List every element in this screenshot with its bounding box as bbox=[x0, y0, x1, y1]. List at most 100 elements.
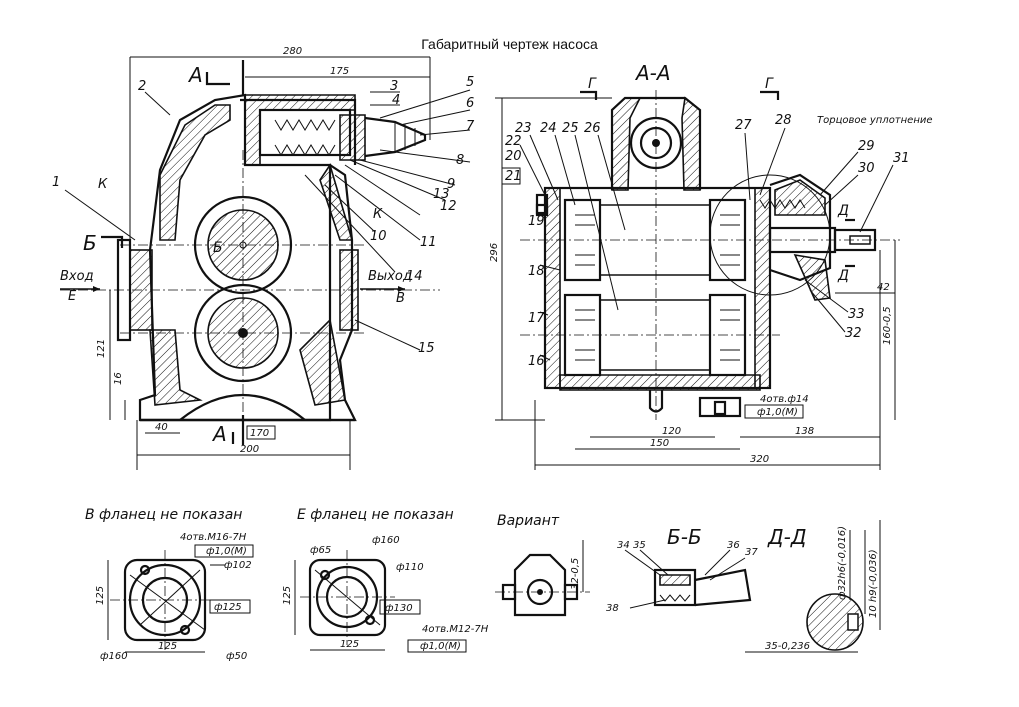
variant-view: Вариант 32-0,5 bbox=[495, 513, 590, 617]
callout-17: 17 bbox=[528, 311, 545, 326]
b-125h-label: 125 bbox=[158, 641, 177, 652]
callout-29: 29 bbox=[858, 139, 875, 154]
callout-11: 11 bbox=[420, 235, 437, 250]
dim-42: 42 bbox=[877, 282, 890, 293]
dd-35-label: 35-0,236 bbox=[765, 641, 810, 652]
callout-7: 7 bbox=[466, 119, 475, 134]
view-b-flange: В фланец не показан 4отв.M16-7H ф1,0(M) … bbox=[85, 507, 254, 662]
dim-160: 160-0,5 bbox=[882, 306, 893, 345]
e-tol-label: ф1,0(M) bbox=[420, 641, 461, 652]
variant-dim: 32-0,5 bbox=[570, 558, 581, 590]
e-d65-label: ф65 bbox=[310, 545, 331, 556]
callout-1: 1 bbox=[52, 175, 60, 190]
section-g2-label: Г bbox=[765, 76, 774, 92]
outlet-label: Выход bbox=[368, 269, 412, 284]
dim-16: 16 bbox=[113, 372, 124, 385]
dim-175: 175 bbox=[330, 66, 349, 77]
b-125v-label: 125 bbox=[95, 586, 106, 605]
dim-150: 150 bbox=[650, 438, 669, 449]
dim-200: 200 bbox=[240, 444, 259, 455]
callout-2: 2 bbox=[138, 79, 146, 94]
b-d125-label: ф125 bbox=[214, 602, 242, 613]
section-g1-label: Г bbox=[588, 76, 597, 92]
callout-20: 20 bbox=[505, 149, 522, 164]
callout-4: 4 bbox=[392, 93, 400, 108]
callout-25: 25 bbox=[562, 121, 579, 136]
b-d50-label: ф50 bbox=[226, 651, 247, 662]
callout-16: 16 bbox=[528, 354, 545, 369]
dd-10-label: 10 h9(-0,036) bbox=[868, 549, 879, 618]
callout-19: 19 bbox=[528, 214, 545, 229]
e-holes-label: 4отв.M12-7H bbox=[422, 624, 489, 635]
dim-138: 138 bbox=[795, 426, 814, 437]
caption-variant: Вариант bbox=[497, 513, 560, 529]
dim-40: 40 bbox=[155, 422, 168, 433]
dim-170: 170 bbox=[250, 428, 269, 439]
drawing-title: Габаритный чертеж насоса bbox=[421, 36, 598, 52]
section-a-bottom-label: А bbox=[211, 422, 227, 446]
callout-37: 37 bbox=[745, 547, 758, 558]
callout-6: 6 bbox=[466, 96, 474, 111]
callout-13: 13 bbox=[433, 187, 450, 202]
view-e-flange: Е фланец не показан ф65 ф160 ф110 ф130 1… bbox=[282, 507, 489, 653]
section-aa-label: А-А bbox=[634, 61, 671, 85]
callout-10: 10 bbox=[370, 229, 387, 244]
b-d102-label: ф102 bbox=[224, 560, 252, 571]
outlet-letter: В bbox=[396, 291, 405, 306]
callout-8: 8 bbox=[456, 153, 464, 168]
e-d130-label: ф130 bbox=[385, 603, 413, 614]
callout-5: 5 bbox=[466, 75, 474, 90]
callout-38: 38 bbox=[606, 603, 619, 614]
section-b-label: Б bbox=[83, 231, 97, 255]
callout-35: 35 bbox=[633, 540, 646, 551]
dim-320: 320 bbox=[750, 454, 769, 465]
callout-33: 33 bbox=[848, 307, 865, 322]
section-dd: Д-Д ф32h6(-0,016) 10 h9(-0,036) 35-0,236 bbox=[745, 520, 881, 653]
dd-d32-label: ф32h6(-0,016) bbox=[837, 526, 848, 600]
callout-24: 24 bbox=[540, 121, 557, 136]
dim-tol-10: ф1,0(M) bbox=[757, 407, 798, 418]
callout-36: 36 bbox=[727, 540, 740, 551]
section-aa-view: А-А Г Г bbox=[489, 61, 933, 470]
section-d1-label: Д bbox=[837, 203, 849, 219]
section-d2-label: Д bbox=[837, 268, 849, 284]
caption-dd: Д-Д bbox=[767, 525, 806, 549]
callout-21: 21 bbox=[505, 169, 522, 184]
k1-label: К bbox=[98, 177, 108, 192]
callout-23: 23 bbox=[515, 121, 532, 136]
callout-18: 18 bbox=[528, 264, 545, 279]
callout-14: 14 bbox=[406, 269, 423, 284]
e-125h-label: 125 bbox=[340, 639, 359, 650]
e-d160-label: ф160 bbox=[372, 535, 400, 546]
inlet-letter: Е bbox=[68, 289, 77, 304]
callout-12: 12 bbox=[440, 199, 457, 214]
callout-15: 15 bbox=[418, 341, 435, 356]
b-holes-label: 4отв.M16-7H bbox=[180, 532, 247, 543]
callout-30: 30 bbox=[858, 161, 875, 176]
callout-26: 26 bbox=[584, 121, 601, 136]
dim-120: 120 bbox=[662, 426, 681, 437]
section-a-top-label: А bbox=[187, 63, 203, 87]
e-d110-label: ф110 bbox=[396, 562, 424, 573]
end-seal-label: Торцовое уплотнение bbox=[817, 115, 933, 126]
caption-b-flange: В фланец не показан bbox=[85, 507, 242, 523]
callout-3: 3 bbox=[390, 79, 398, 94]
dim-holes-14: 4отв.ф14 bbox=[760, 394, 809, 405]
k2-label: К bbox=[373, 207, 383, 222]
b-tol-label: ф1,0(M) bbox=[206, 546, 247, 557]
dim-296: 296 bbox=[489, 243, 500, 262]
callout-22: 22 bbox=[505, 134, 522, 149]
callout-27: 27 bbox=[735, 118, 752, 133]
callout-34: 34 bbox=[617, 540, 630, 551]
section-bb: Б-Б 34 35 36 37 38 bbox=[606, 525, 758, 614]
callout-9: 9 bbox=[447, 177, 455, 192]
callout-32: 32 bbox=[845, 326, 862, 341]
caption-bb: Б-Б bbox=[667, 525, 702, 549]
inlet-label: Вход bbox=[60, 269, 94, 284]
dim-121: 121 bbox=[96, 339, 107, 358]
caption-e-flange: Е фланец не показан bbox=[297, 507, 454, 523]
callout-28: 28 bbox=[775, 113, 792, 128]
dim-280: 280 bbox=[283, 46, 302, 57]
gear-b-label: Б bbox=[213, 240, 223, 256]
